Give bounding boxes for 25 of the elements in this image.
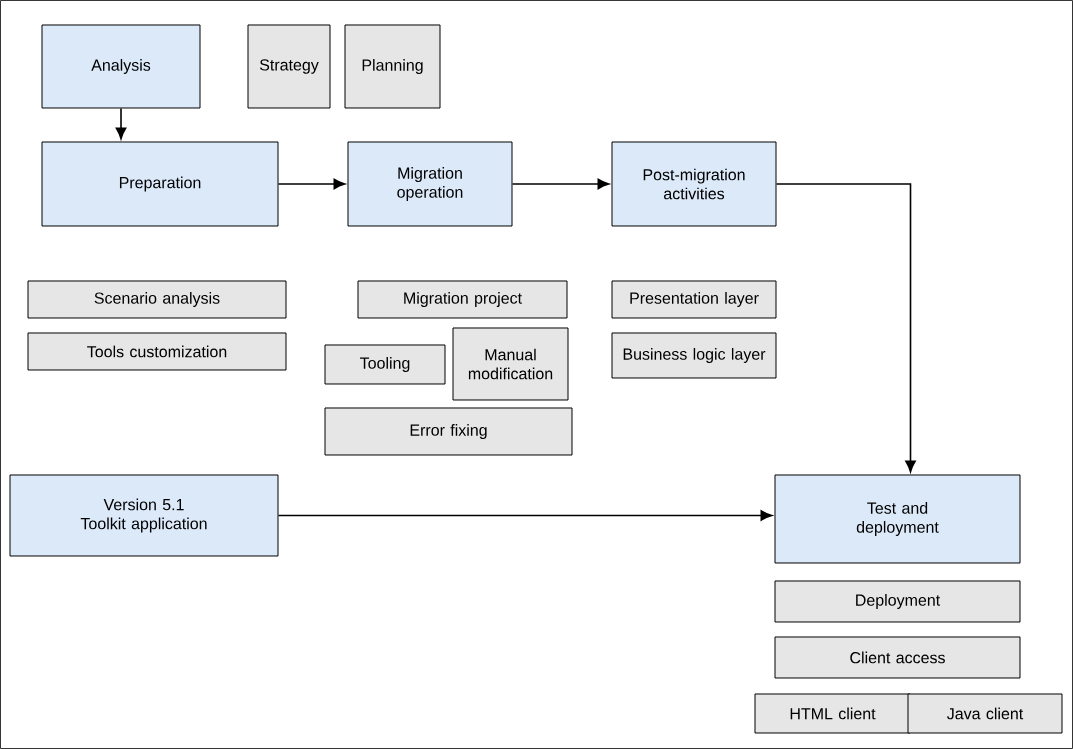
stage-box: Analysis: [41, 24, 201, 109]
task-box: Planning: [344, 24, 441, 109]
arrow: [511, 178, 610, 190]
task-box: Migration project: [357, 280, 568, 319]
stage-box: Version 5.1 Toolkit application: [9, 474, 279, 557]
task-box: Scenario analysis: [27, 280, 287, 319]
arrow: [277, 178, 346, 190]
task-box: HTML client: [754, 693, 911, 734]
task-box: Strategy: [247, 24, 331, 109]
stage-box: Preparation: [41, 141, 279, 227]
arrow: [277, 510, 773, 521]
task-box: Tools customization: [27, 332, 287, 371]
task-box: Deployment: [774, 580, 1021, 623]
task-box: Manual modification: [452, 327, 569, 401]
stage-box: Migration operation: [347, 141, 513, 227]
stage-box: Test and deployment: [774, 474, 1021, 564]
task-box: Client access: [774, 636, 1021, 679]
task-box: Tooling: [324, 344, 446, 385]
task-box: Error fixing: [324, 407, 573, 456]
task-box: Java client: [907, 693, 1063, 734]
task-box: Presentation layer: [611, 280, 777, 319]
task-box: Business logic layer: [611, 332, 777, 379]
arrow: [775, 183, 916, 473]
stage-box: Post-migration activities: [611, 141, 777, 227]
arrow: [115, 107, 127, 140]
